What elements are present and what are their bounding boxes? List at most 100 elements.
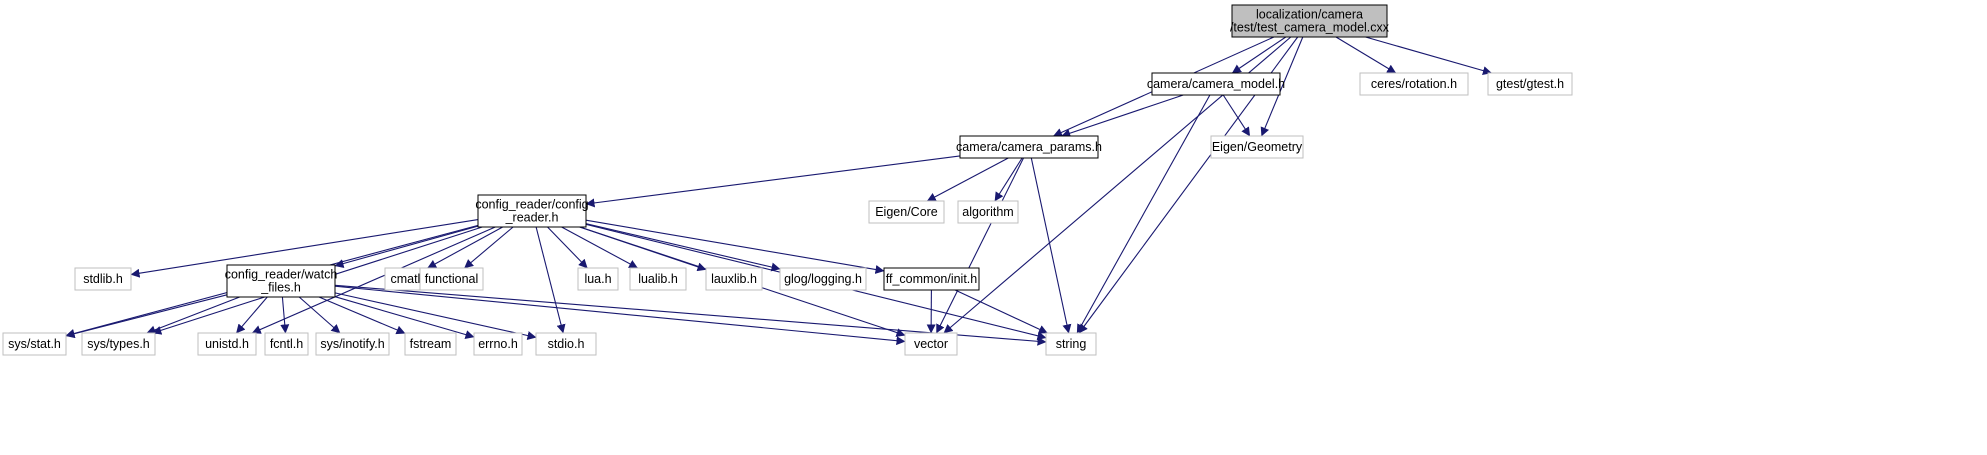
- edge-ff_init-to-string: [954, 289, 1048, 334]
- node-fcntl: fcntl.h: [264, 332, 309, 356]
- node-camera_params[interactable]: camera/camera_params.h: [956, 135, 1102, 159]
- node-label-gtest: gtest/gtest.h: [1496, 77, 1564, 91]
- node-config_reader[interactable]: config_reader/config_reader.h: [475, 194, 589, 228]
- node-root[interactable]: localization/camera/test/test_camera_mod…: [1230, 4, 1390, 38]
- node-box-config_reader: [477, 194, 587, 228]
- node-label-lauxlib: lauxlib.h: [711, 272, 757, 286]
- node-box-ceres_rotation: [1359, 72, 1469, 96]
- node-box-lua: [577, 267, 619, 291]
- edge-watch_files-to-sys_stat: [65, 294, 228, 339]
- node-algorithm: algorithm: [957, 200, 1019, 224]
- node-functional: functional: [419, 267, 484, 291]
- edge-config_reader-to-lua: [547, 226, 588, 269]
- edge-camera_model-to-string: [1076, 94, 1211, 334]
- node-box-root: [1231, 4, 1388, 38]
- node-label-eigen_geometry: Eigen/Geometry: [1212, 140, 1303, 154]
- node-box-glog: [779, 267, 867, 291]
- node-label-stdlib: stdlib.h: [83, 272, 123, 286]
- node-box-unistd: [197, 332, 257, 356]
- node-box-sys_stat: [2, 332, 67, 356]
- node-eigen_core: Eigen/Core: [868, 200, 945, 224]
- edge-watch_files-to-fcntl: [280, 296, 290, 334]
- edge-root-to-eigen_geometry: [1260, 36, 1304, 137]
- node-glog: glog/logging.h: [779, 267, 867, 291]
- node-box-sys_inotify: [315, 332, 390, 356]
- node-box-watch_files: [226, 264, 336, 298]
- edge-camera_params-to-config_reader: [585, 155, 961, 208]
- node-stdio: stdio.h: [535, 332, 597, 356]
- edge-config_reader-to-functional: [464, 226, 514, 269]
- node-label-lualib: lualib.h: [638, 272, 678, 286]
- edge-camera_params-to-vector: [936, 157, 1024, 334]
- node-lualib: lualib.h: [629, 267, 687, 291]
- edge-root-to-ceres_rotation: [1335, 36, 1397, 74]
- node-ff_init[interactable]: ff_common/init.h: [883, 267, 980, 291]
- node-box-camera_model: [1151, 72, 1281, 96]
- node-box-fstream: [404, 332, 457, 356]
- node-watch_files[interactable]: config_reader/watch_files.h: [225, 264, 338, 298]
- node-label-glog: glog/logging.h: [784, 272, 862, 286]
- node-label-camera_params: camera/camera_params.h: [956, 140, 1102, 154]
- node-box-camera_params: [959, 135, 1099, 159]
- node-gtest: gtest/gtest.h: [1487, 72, 1573, 96]
- edge-config_reader-to-watch_files: [334, 225, 479, 268]
- edge-config_reader-to-cmath: [427, 226, 503, 269]
- node-label-config_reader-line-2: _reader.h: [505, 211, 559, 225]
- node-box-ff_init: [883, 267, 980, 291]
- node-lauxlib: lauxlib.h: [705, 267, 763, 291]
- node-sys_types: sys/types.h: [81, 332, 156, 356]
- edge-watch_files-to-vector: [334, 285, 906, 346]
- node-stdlib: stdlib.h: [74, 267, 132, 291]
- node-label-fcntl: fcntl.h: [270, 337, 303, 351]
- node-unistd: unistd.h: [197, 332, 257, 356]
- node-eigen_geometry: Eigen/Geometry: [1210, 135, 1304, 159]
- node-label-camera_model: camera/camera_model.h: [1147, 77, 1285, 91]
- node-box-eigen_geometry: [1210, 135, 1304, 159]
- node-string: string: [1045, 332, 1097, 356]
- node-label-unistd: unistd.h: [205, 337, 249, 351]
- node-label-sys_types: sys/types.h: [87, 337, 150, 351]
- edge-root-to-gtest: [1365, 36, 1492, 75]
- node-box-vector: [904, 332, 958, 356]
- node-box-sys_types: [81, 332, 156, 356]
- node-label-config_reader-line-1: config_reader/config: [475, 198, 588, 212]
- edge-watch_files-to-fstream: [318, 296, 406, 335]
- node-sys_stat: sys/stat.h: [2, 332, 67, 356]
- node-box-algorithm: [957, 200, 1019, 224]
- node-label-root-line-1: localization/camera: [1256, 8, 1363, 22]
- node-label-ff_init: ff_common/init.h: [886, 272, 978, 286]
- edge-config_reader-to-unistd: [251, 226, 496, 334]
- node-label-sys_stat: sys/stat.h: [8, 337, 61, 351]
- edge-watch_files-to-sys_types: [146, 296, 240, 335]
- edge-config_reader-to-lualib: [561, 226, 638, 269]
- node-box-stdio: [535, 332, 597, 356]
- node-box-functional: [419, 267, 484, 291]
- node-label-ceres_rotation: ceres/rotation.h: [1371, 77, 1457, 91]
- node-label-lua: lua.h: [584, 272, 611, 286]
- node-box-string: [1045, 332, 1097, 356]
- node-label-eigen_core: Eigen/Core: [875, 205, 938, 219]
- node-lua: lua.h: [577, 267, 619, 291]
- edge-camera_params-to-string: [1030, 157, 1072, 334]
- node-vector: vector: [904, 332, 958, 356]
- edge-config_reader-to-glog: [585, 223, 781, 272]
- node-errno: errno.h: [473, 332, 523, 356]
- node-box-eigen_core: [868, 200, 945, 224]
- node-camera_model[interactable]: camera/camera_model.h: [1147, 72, 1285, 96]
- edge-watch_files-to-sys_inotify: [298, 296, 341, 334]
- edge-watch_files-to-errno: [334, 296, 475, 339]
- edge-watch_files-to-unistd: [235, 296, 268, 334]
- edge-config_reader-to-ff_init: [585, 219, 885, 274]
- node-ceres_rotation: ceres/rotation.h: [1359, 72, 1469, 96]
- edge-camera_params-to-algorithm: [994, 157, 1023, 202]
- node-label-sys_inotify: sys/inotify.h: [320, 337, 384, 351]
- node-label-root-line-2: /test/test_camera_model.cxx: [1230, 21, 1390, 35]
- node-label-watch_files-line-1: config_reader/watch: [225, 268, 338, 282]
- node-box-lauxlib: [705, 267, 763, 291]
- node-label-watch_files-line-2: _files.h: [260, 281, 301, 295]
- node-fstream: fstream: [404, 332, 457, 356]
- dependency-nodes: localization/camera/test/test_camera_mod…: [2, 4, 1573, 356]
- node-box-errno: [473, 332, 523, 356]
- node-sys_inotify: sys/inotify.h: [315, 332, 390, 356]
